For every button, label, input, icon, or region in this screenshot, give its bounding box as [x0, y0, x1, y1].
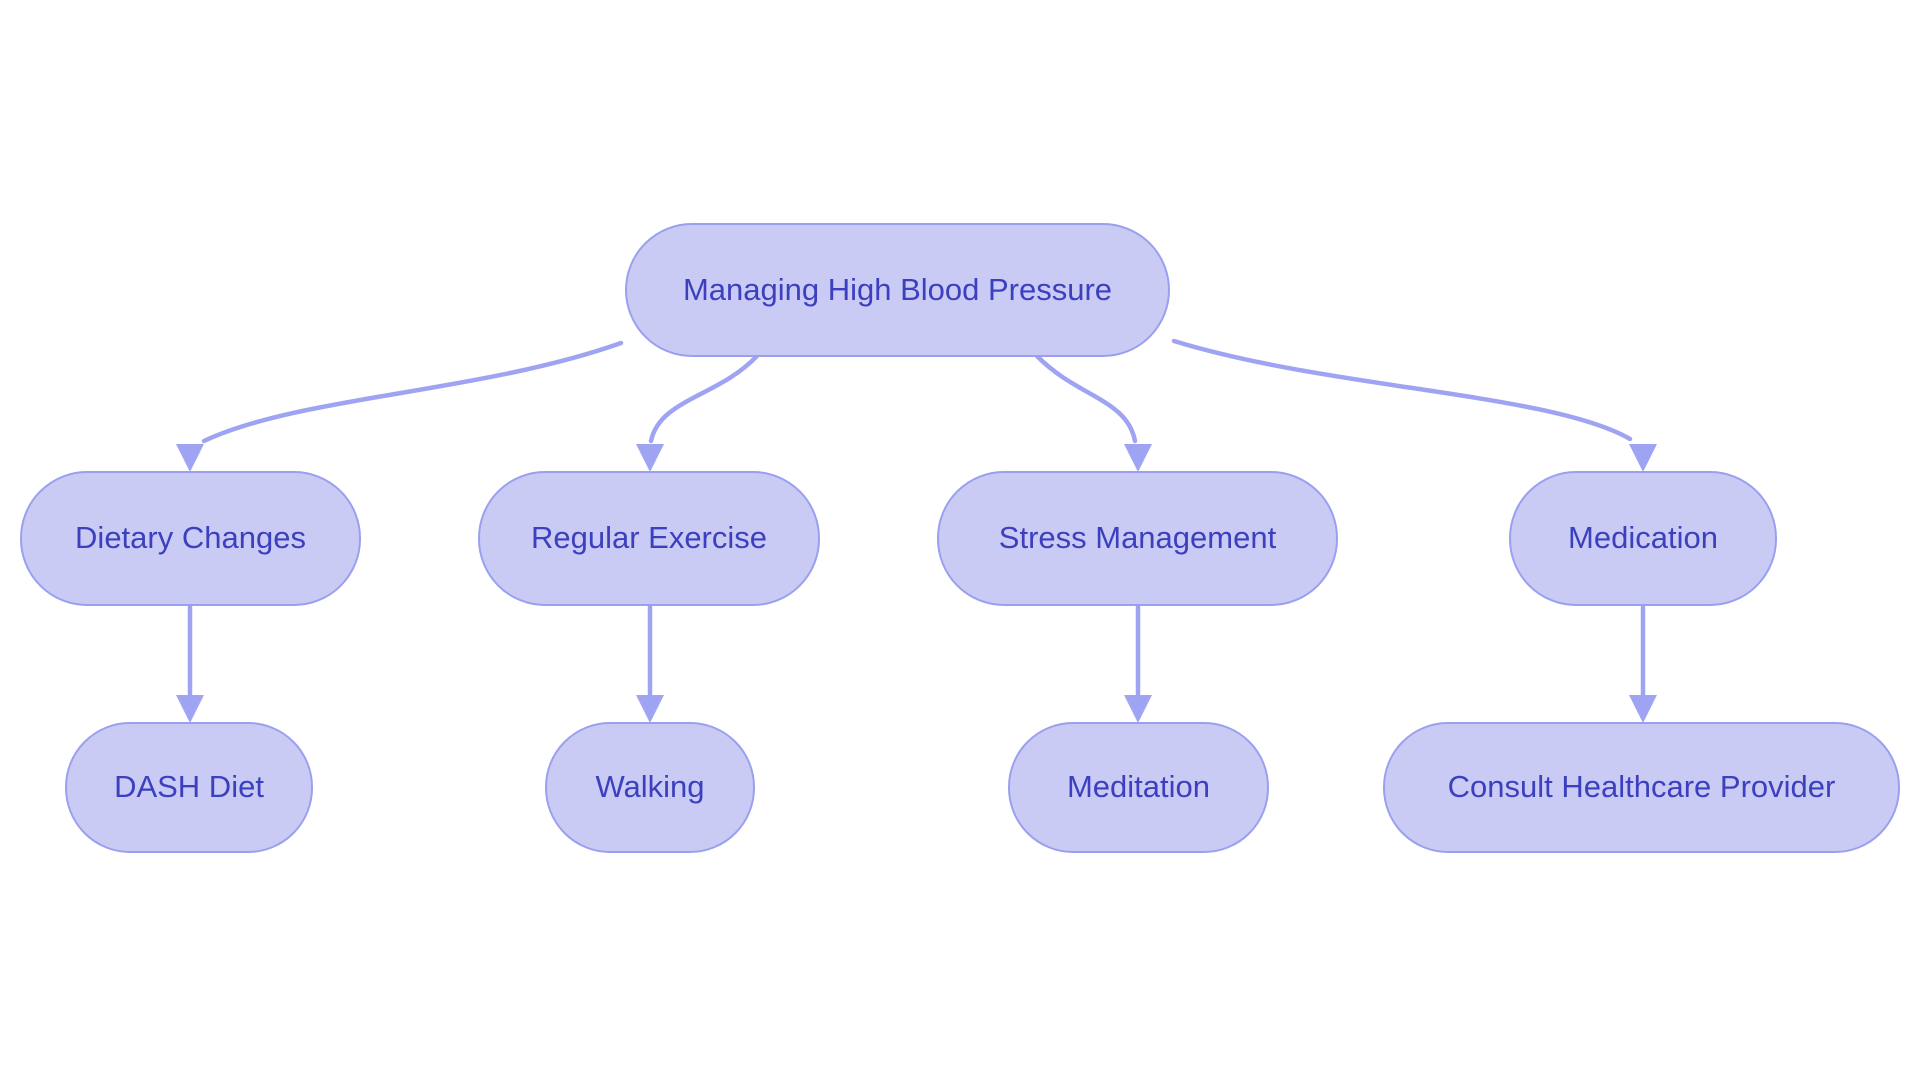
arrowhead-meditation	[1124, 695, 1152, 723]
node-dietary-changes: Dietary Changes	[20, 471, 361, 606]
arrowhead-medication	[1629, 444, 1657, 472]
node-label: Walking	[595, 769, 705, 805]
node-label: Managing High Blood Pressure	[682, 271, 1113, 307]
node-label: Regular Exercise	[530, 520, 768, 556]
node-label: DASH Diet	[114, 769, 264, 805]
edge-root-stress	[1034, 353, 1138, 444]
arrowhead-walking	[636, 695, 664, 723]
edge-root-exercise	[648, 353, 760, 444]
node-walking: Walking	[545, 722, 755, 853]
arrowhead-stress	[1124, 444, 1152, 472]
edge-root-medication	[1171, 338, 1633, 442]
node-regular-exercise: Regular Exercise	[478, 471, 820, 606]
node-label: Stress Management	[998, 520, 1277, 556]
node-label: Medication	[1568, 520, 1718, 556]
arrowhead-dietary	[176, 444, 204, 472]
node-consult-healthcare-provider: Consult Healthcare Provider	[1383, 722, 1900, 853]
node-dash-diet: DASH Diet	[65, 722, 313, 853]
edge-root-dietary	[201, 340, 624, 444]
node-label: Meditation	[1066, 769, 1211, 805]
arrowhead-dash	[176, 695, 204, 723]
arrowhead-consult	[1629, 695, 1657, 723]
node-meditation: Meditation	[1008, 722, 1269, 853]
arrowhead-exercise	[636, 444, 664, 472]
node-managing-high-blood-pressure: Managing High Blood Pressure	[625, 223, 1170, 357]
node-medication: Medication	[1509, 471, 1777, 606]
node-stress-management: Stress Management	[937, 471, 1338, 606]
node-label: Dietary Changes	[75, 520, 306, 556]
node-label: Consult Healthcare Provider	[1447, 769, 1836, 805]
